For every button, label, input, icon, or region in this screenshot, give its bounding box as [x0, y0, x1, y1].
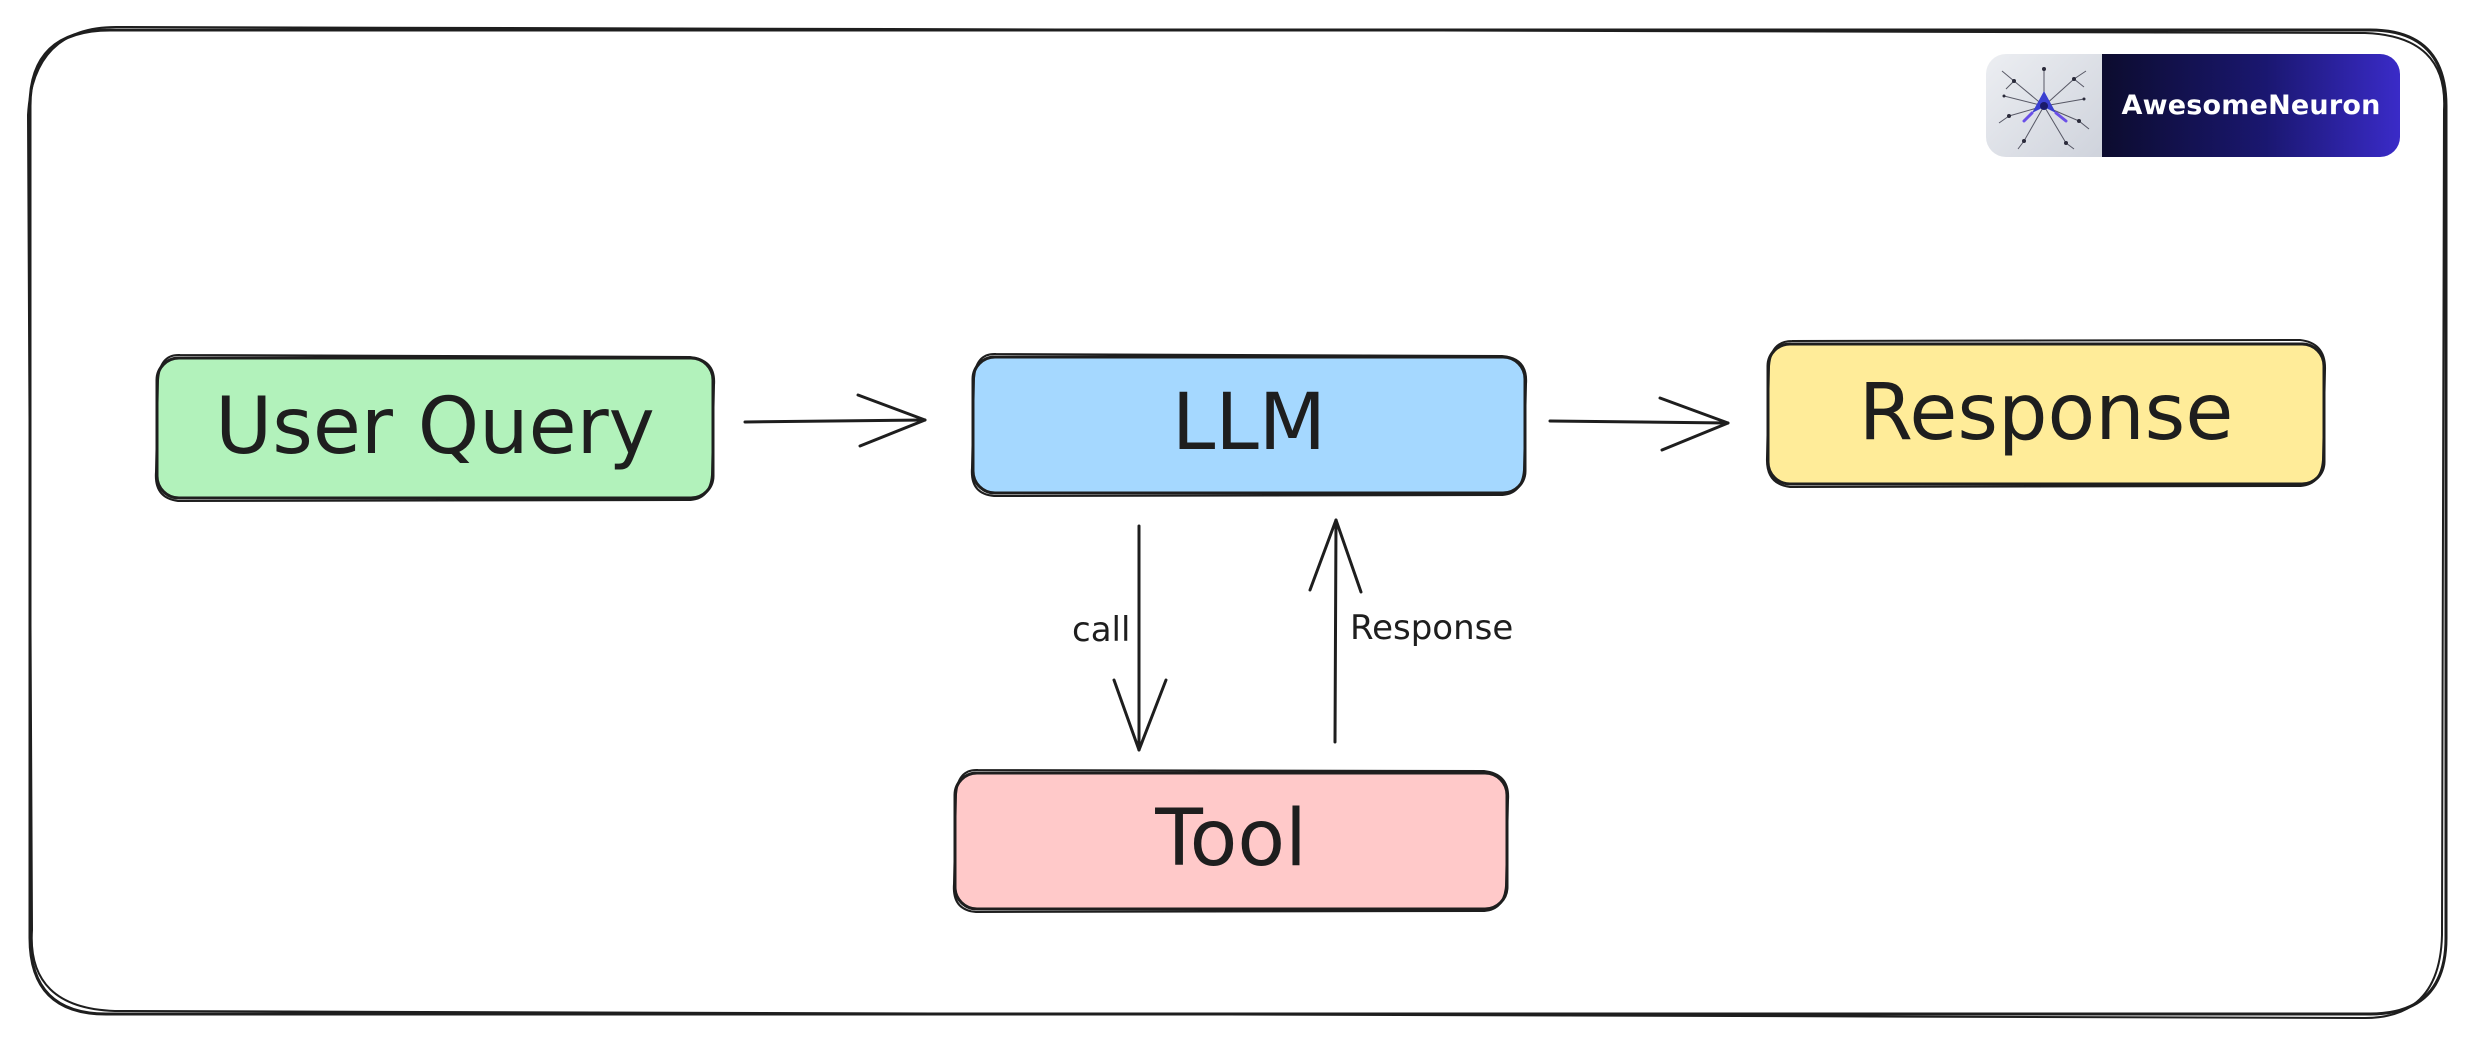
neuron-network-icon	[1986, 54, 2102, 157]
arrow-tool-to-llm	[1308, 518, 1363, 744]
outer-frame	[26, 25, 2448, 1020]
node-user-query-label: User Query	[215, 382, 655, 472]
node-response-label: Response	[1859, 368, 2234, 458]
brand-name: AwesomeNeuron	[2102, 54, 2400, 157]
node-llm: LLM	[970, 352, 1528, 498]
edge-call-label: call	[1072, 610, 1130, 650]
node-llm-label: LLM	[1172, 378, 1326, 468]
node-response: Response	[1765, 338, 2327, 489]
arrow-llm-to-response	[1548, 396, 1730, 452]
node-tool-label: Tool	[1154, 794, 1307, 884]
arrow-user-query-to-llm	[743, 393, 927, 448]
edge-response-label: Response	[1350, 608, 1513, 648]
node-user-query: User Query	[154, 353, 716, 503]
node-tool: Tool	[952, 768, 1510, 914]
brand-badge: AwesomeNeuron	[1986, 54, 2400, 157]
arrow-llm-to-tool	[1112, 524, 1168, 752]
